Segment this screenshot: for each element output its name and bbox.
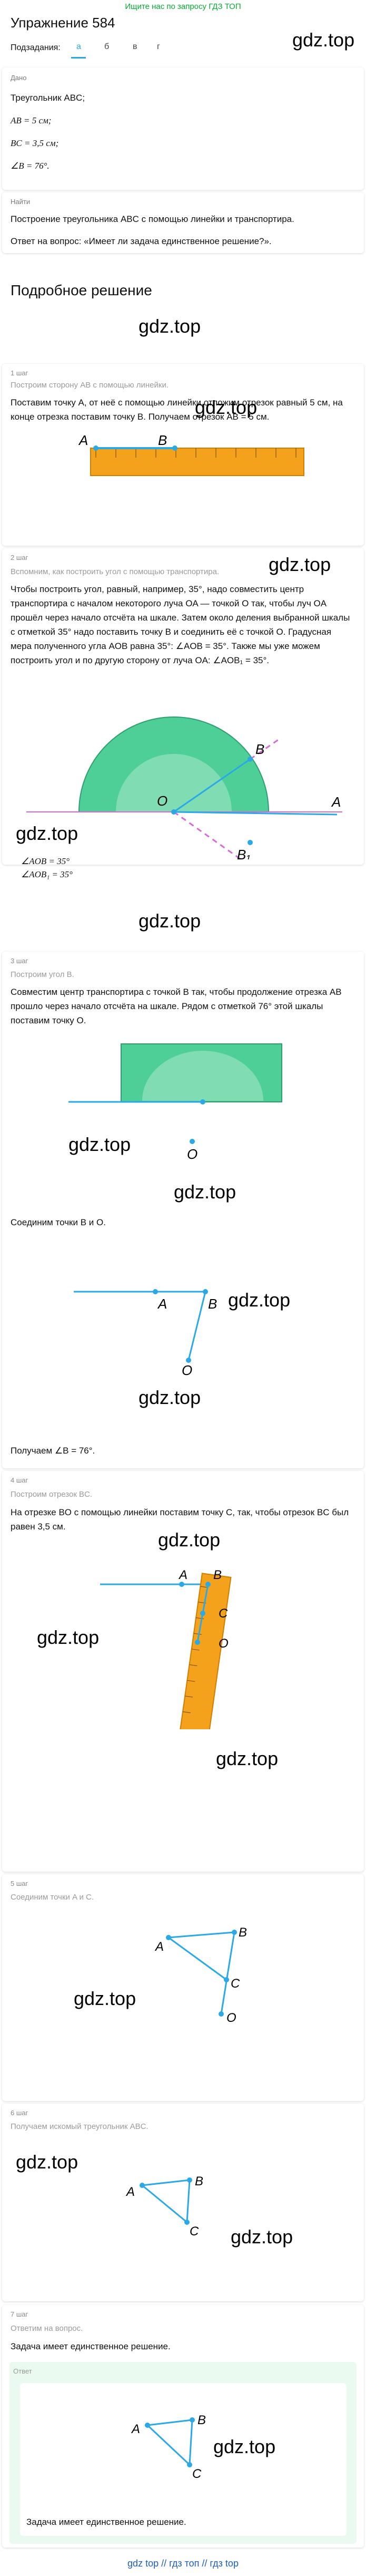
angle-aob1-label: ∠AOB₁ = 35° bbox=[21, 869, 73, 879]
tab-g[interactable]: г bbox=[157, 42, 160, 51]
point-o-label: O bbox=[226, 2011, 236, 2022]
watermark: gdz.top bbox=[216, 1748, 279, 1769]
watermark: gdz.top bbox=[158, 1529, 221, 1551]
watermark: gdz.top bbox=[174, 1181, 236, 1203]
watermark: gdz.top bbox=[139, 910, 201, 932]
find-line-1: Построение треугольника ABC с помощью ли… bbox=[11, 214, 294, 224]
given-line-4: ∠B = 76°. bbox=[11, 161, 50, 171]
point-a-label: A bbox=[131, 2422, 140, 2436]
tab-v[interactable]: в bbox=[133, 42, 137, 51]
step-5-hint: Соединим точки A и C. bbox=[11, 1893, 94, 1902]
point-c-label: C bbox=[192, 2467, 202, 2481]
point-a-label: A bbox=[78, 432, 88, 448]
point-b1-label: B₁ bbox=[237, 847, 251, 859]
step-6-triangle-figure: A B C bbox=[125, 2174, 203, 2238]
watermark: gdz.top bbox=[195, 396, 258, 418]
point-b-label: B bbox=[213, 1568, 222, 1582]
watermark: gdz.top bbox=[139, 315, 201, 337]
point-b-label: B bbox=[158, 432, 167, 448]
point-b-label: B bbox=[208, 1296, 217, 1312]
step-1-label: 1 шаг bbox=[11, 369, 28, 377]
step-2-text: Чтобы построить угол, равный, например, … bbox=[11, 584, 350, 665]
step-7-label: 7 шаг bbox=[11, 2310, 28, 2318]
step-1-ruler-figure: A B bbox=[78, 432, 304, 476]
answer-label: Ответ bbox=[13, 2367, 32, 2375]
tab-a-underline bbox=[71, 57, 86, 59]
watermark: gdz.top bbox=[231, 2226, 293, 2248]
step-3-text: Совместим центр транспортира с точкой B … bbox=[11, 987, 342, 1025]
find-line-2: Ответ на вопрос: «Имеет ли задача единст… bbox=[11, 236, 272, 246]
step-3-angle-figure: A B O bbox=[74, 1289, 217, 1376]
answer-text: Задача имеет единственное решение. bbox=[26, 2517, 186, 2527]
point-b-label: B bbox=[255, 741, 264, 757]
point-b-label: B bbox=[195, 2174, 203, 2188]
page-title: Упражнение 584 bbox=[11, 15, 115, 31]
point-a-label: A bbox=[154, 1940, 164, 1954]
tab-a[interactable]: а bbox=[76, 42, 81, 51]
tab-b[interactable]: б bbox=[104, 42, 110, 51]
point-o-label: O bbox=[187, 1146, 197, 1160]
point-o-label: O bbox=[157, 793, 167, 809]
step-2-label: 2 шаг bbox=[11, 554, 28, 561]
point-b-label: B bbox=[239, 1925, 247, 1940]
step-1-text: Поставим точку A, от неё с помощью линей… bbox=[11, 398, 343, 422]
step-4-ruler-figure: A B C O bbox=[100, 1568, 232, 1729]
given-line-2: AB = 5 см; bbox=[11, 115, 52, 125]
point-a-label: A bbox=[125, 2185, 135, 2199]
step-3-text-2: Соединим точки B и O. bbox=[11, 1217, 106, 1227]
watermark: gdz.top bbox=[74, 1988, 136, 2009]
step-1-hint: Построим сторону AB с помощью линейки. bbox=[11, 381, 169, 390]
step-7-hint: Ответим на вопрос. bbox=[11, 2324, 83, 2333]
watermark: gdz.top bbox=[16, 822, 78, 844]
point-a-label: A bbox=[157, 1296, 167, 1312]
step-4-card bbox=[2, 1471, 364, 1872]
step-3-protractor-figure: O bbox=[68, 1043, 282, 1160]
solution-heading: Подробное решение bbox=[11, 282, 152, 298]
given-line-3: BC = 3,5 см; bbox=[11, 138, 59, 148]
watermark: gdz.top bbox=[292, 29, 355, 51]
given-card bbox=[2, 67, 364, 190]
angle-aob-label: ∠AOB = 35° bbox=[21, 856, 70, 866]
watermark: gdz.top bbox=[16, 2151, 78, 2173]
find-label: Найти bbox=[11, 198, 31, 206]
step-6-card bbox=[2, 2104, 364, 2301]
step-5-card bbox=[2, 1874, 364, 2101]
watermark: gdz.top bbox=[37, 1626, 100, 1648]
watermark: gdz.top bbox=[269, 554, 331, 575]
point-c-label: C bbox=[219, 1606, 228, 1621]
step-6-hint: Получаем искомый треугольник ABC. bbox=[11, 2122, 149, 2131]
step-7-text: Задача имеет единственное решение. bbox=[11, 2341, 171, 2351]
given-label: Дано bbox=[11, 74, 27, 82]
watermark: gdz.top bbox=[139, 1387, 201, 1408]
step-5-label: 5 шаг bbox=[11, 1880, 28, 1887]
step-6-label: 6 шаг bbox=[11, 2109, 28, 2117]
step-4-hint: Построим отрезок BC. bbox=[11, 1490, 93, 1499]
watermark: gdz.top bbox=[228, 1289, 291, 1311]
point-c-label: C bbox=[190, 2224, 199, 2238]
step-3-label: 3 шаг bbox=[11, 957, 28, 965]
point-a-label: A bbox=[331, 794, 341, 810]
step-3-hint: Построим угол B. bbox=[11, 970, 74, 979]
top-search-link[interactable]: Ищите нас по запросу ГДЗ ТОП bbox=[125, 2, 241, 11]
point-o-label: O bbox=[182, 1362, 192, 1376]
step-4-text-before: Получаем ∠B = 76°. bbox=[11, 1446, 95, 1456]
step-2-hint: Вспомним, как построить угол с помощью т… bbox=[11, 567, 220, 576]
watermark: gdz.top bbox=[213, 2436, 276, 2457]
step-2-protractor-figure: O B A B₁ bbox=[26, 716, 342, 859]
point-o-label: O bbox=[219, 1636, 229, 1651]
footer-link[interactable]: gdz top // гдз топ // гдз top bbox=[127, 2558, 239, 2569]
step-4-text: На отрезке BO с помощью линейки поставим… bbox=[11, 1507, 349, 1532]
point-b-label: B bbox=[197, 2413, 206, 2427]
watermark: gdz.top bbox=[68, 1134, 131, 1155]
step-3-card bbox=[2, 952, 364, 1468]
point-c-label: C bbox=[231, 1977, 240, 1991]
subtasks-label: Подзадания: bbox=[11, 43, 61, 52]
find-card bbox=[2, 192, 364, 253]
step-5-figure: A B C O bbox=[154, 1925, 247, 2022]
step-4-label: 4 шаг bbox=[11, 1476, 28, 1484]
answer-triangle-figure: A B C bbox=[131, 2413, 206, 2481]
point-a-label: A bbox=[178, 1568, 187, 1582]
given-line-1: Треугольник ABC; bbox=[11, 93, 85, 103]
